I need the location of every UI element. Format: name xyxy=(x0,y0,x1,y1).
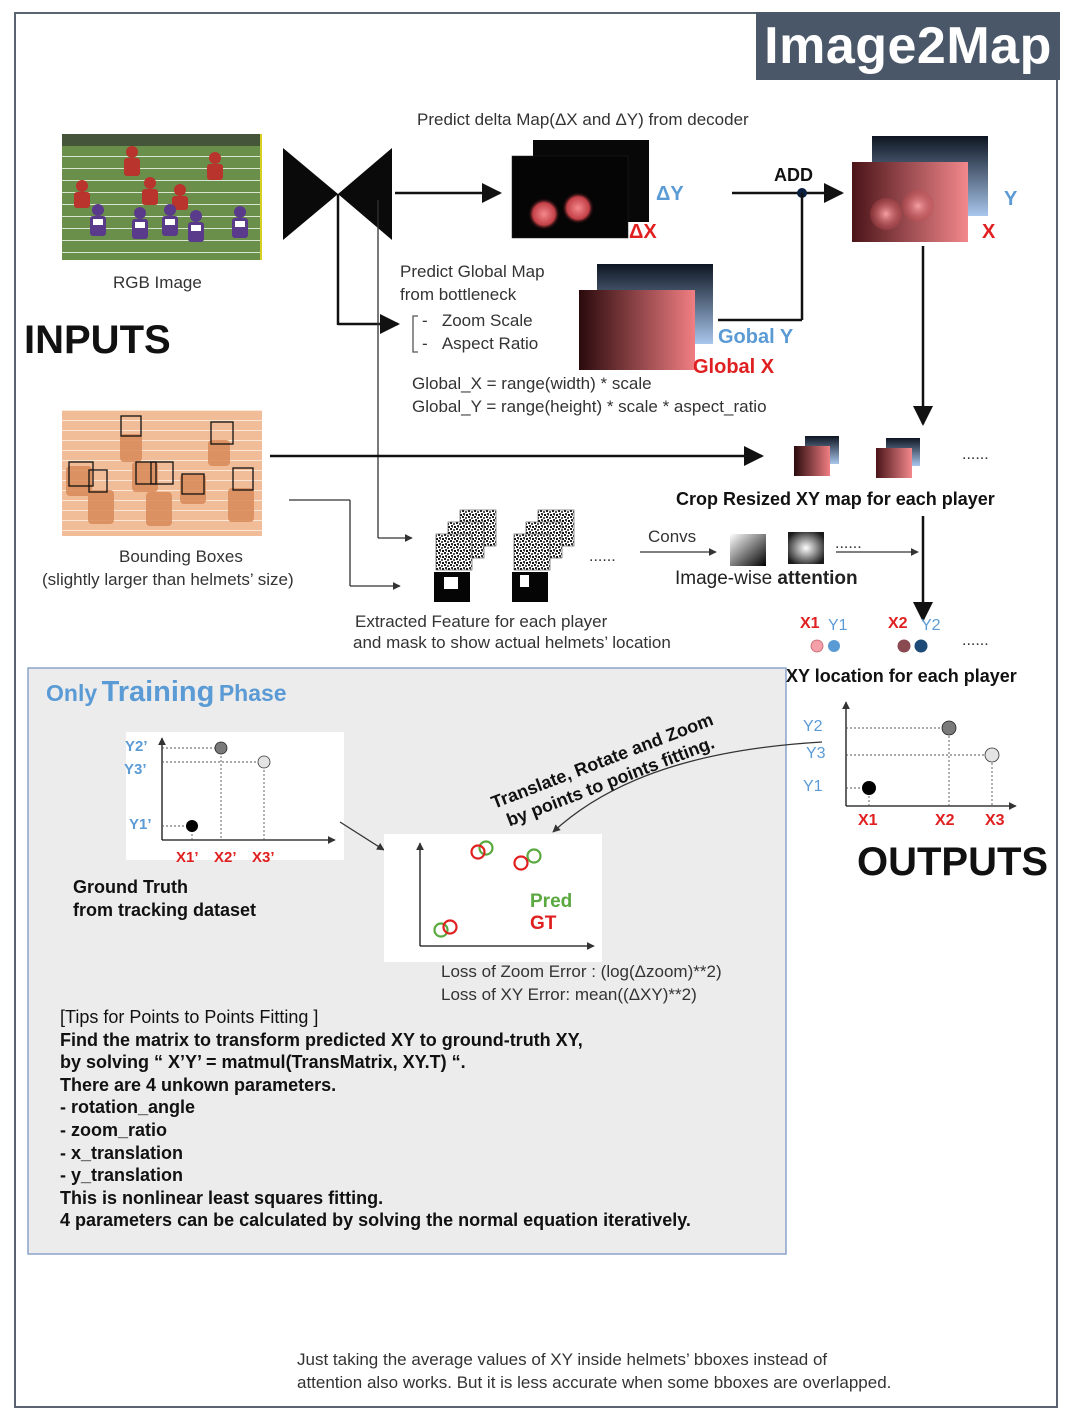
ground-truth-plot xyxy=(126,732,344,860)
delta-map xyxy=(511,140,649,239)
gt-x-tick-1: X1’ xyxy=(176,849,199,866)
gobal-y-label: Gobal Y xyxy=(718,326,794,348)
gt-legend: GT xyxy=(530,913,557,934)
zoom-scale-item: - Zoom Scale xyxy=(422,311,533,330)
xy-dots xyxy=(810,639,928,653)
training-title-only: Only xyxy=(46,680,98,706)
final-y-label: Y xyxy=(1004,188,1018,210)
gt-label-line1: Ground Truth xyxy=(73,877,188,897)
global-x-label: Global X xyxy=(693,356,775,378)
attention-ellipsis: ...... xyxy=(835,535,862,552)
diagram-frame xyxy=(14,12,1058,1408)
final-xy-map xyxy=(852,136,988,242)
tips-line: by solving “ X’Y’ = matmul(TransMatrix, … xyxy=(60,1052,466,1073)
output-plot xyxy=(842,701,1017,810)
feature-ellipsis: ...... xyxy=(589,548,616,565)
global-map xyxy=(579,264,713,370)
tips-line: 4 parameters can be calculated by solvin… xyxy=(60,1210,691,1231)
tips-line: - y_translation xyxy=(60,1165,184,1186)
inputs-label: INPUTS xyxy=(24,318,171,362)
diagram-title: Image2Map xyxy=(756,12,1060,80)
xy-pair-2-y: Y2 xyxy=(921,617,941,634)
crop-label: Crop Resized XY map for each player xyxy=(676,489,995,509)
xy-ellipsis: ...... xyxy=(962,632,989,649)
fit-plot xyxy=(384,834,602,962)
aspect-ratio-text: Aspect Ratio xyxy=(441,334,539,353)
output-x-tick-2: X2 xyxy=(935,812,955,829)
extracted-features xyxy=(434,509,575,602)
bbox-label-line1: Bounding Boxes xyxy=(119,547,243,566)
output-x-tick-3: X3 xyxy=(985,812,1005,829)
tips-line: - x_translation xyxy=(60,1142,184,1163)
output-y-tick-3: Y1 xyxy=(803,778,823,795)
xy-pair-2-x: X2 xyxy=(888,615,908,632)
aspect-ratio-item: - Aspect Ratio xyxy=(422,334,539,353)
formula-y: Global_Y = range(height) * scale * aspec… xyxy=(412,397,767,416)
gt-y-tick-1: Y2’ xyxy=(125,738,148,755)
predict-global-line2: from bottleneck xyxy=(400,285,517,304)
crop-ellipsis: ...... xyxy=(962,446,989,463)
zoom-scale-text: Zoom Scale xyxy=(441,311,533,330)
loss-zoom: Loss of Zoom Error : (log(Δzoom)**2) xyxy=(441,962,722,981)
extracted-line2: and mask to show actual helmets’ locatio… xyxy=(353,633,671,652)
convs-label: Convs xyxy=(648,527,697,546)
arrow-output-to-fit xyxy=(552,741,823,833)
training-title-phase: Phase xyxy=(218,680,287,706)
pred-legend: Pred xyxy=(530,891,573,912)
delta-y-label: ΔY xyxy=(656,183,684,205)
tips-block: [Tips for Points to Points Fitting ] Fin… xyxy=(60,1006,691,1232)
outputs-label: OUTPUTS xyxy=(857,840,1049,884)
output-y-tick-1: Y2 xyxy=(803,718,823,735)
xy-pair-1-y: Y1 xyxy=(828,617,848,634)
add-label: ADD xyxy=(774,165,813,185)
xy-location-label: XY location for each player xyxy=(786,666,1017,686)
tips-line: Find the matrix to transform predicted X… xyxy=(60,1029,583,1050)
attention-label: Image-wise attention xyxy=(675,568,858,590)
output-x-tick-1: X1 xyxy=(858,812,878,829)
rgb-image-label: RGB Image xyxy=(113,273,202,292)
xy-pair-1-x: X1 xyxy=(800,615,820,632)
bounding-boxes-image xyxy=(62,410,262,536)
tips-heading: [Tips for Points to Points Fitting ] xyxy=(60,1007,319,1027)
delta-x-label: ΔX xyxy=(629,221,657,243)
gt-label-line2: from tracking dataset xyxy=(73,900,257,920)
training-title: Only Training Phase xyxy=(46,676,287,709)
rgb-image xyxy=(62,134,262,260)
output-y-tick-2: Y3 xyxy=(806,745,826,762)
tips-line: - zoom_ratio xyxy=(60,1119,168,1140)
attention-prefix: Image-wise xyxy=(675,568,778,589)
tips-line: There are 4 unkown parameters. xyxy=(60,1074,337,1095)
training-title-training: Training xyxy=(101,676,215,708)
gt-x-tick-2: X2’ xyxy=(214,849,237,866)
final-x-label: X xyxy=(982,221,996,243)
footnote-line1: Just taking the average values of XY ins… xyxy=(297,1350,828,1369)
tips-line: - rotation_angle xyxy=(60,1097,196,1118)
extracted-line1: Extracted Feature for each player xyxy=(355,612,608,631)
tips-line: This is nonlinear least squares fitting. xyxy=(60,1187,384,1208)
gt-y-tick-2: Y3’ xyxy=(124,761,147,778)
gt-x-tick-3: X3’ xyxy=(252,849,275,866)
predict-global-line1: Predict Global Map xyxy=(400,262,545,281)
predict-delta-label: Predict delta Map(ΔX and ΔY) from decode… xyxy=(417,110,749,129)
crop-maps xyxy=(794,436,920,478)
footnote-line2: attention also works. But it is less acc… xyxy=(297,1373,892,1392)
attention-bold: attention xyxy=(777,568,858,589)
bbox-label-line2: (slightly larger than helmets’ size) xyxy=(42,570,294,589)
attention-maps xyxy=(730,532,824,566)
gt-y-tick-3: Y1’ xyxy=(129,816,152,833)
formula-x: Global_X = range(width) * scale xyxy=(412,374,652,393)
loss-xy: Loss of XY Error: mean((ΔXY)**2) xyxy=(441,985,697,1004)
